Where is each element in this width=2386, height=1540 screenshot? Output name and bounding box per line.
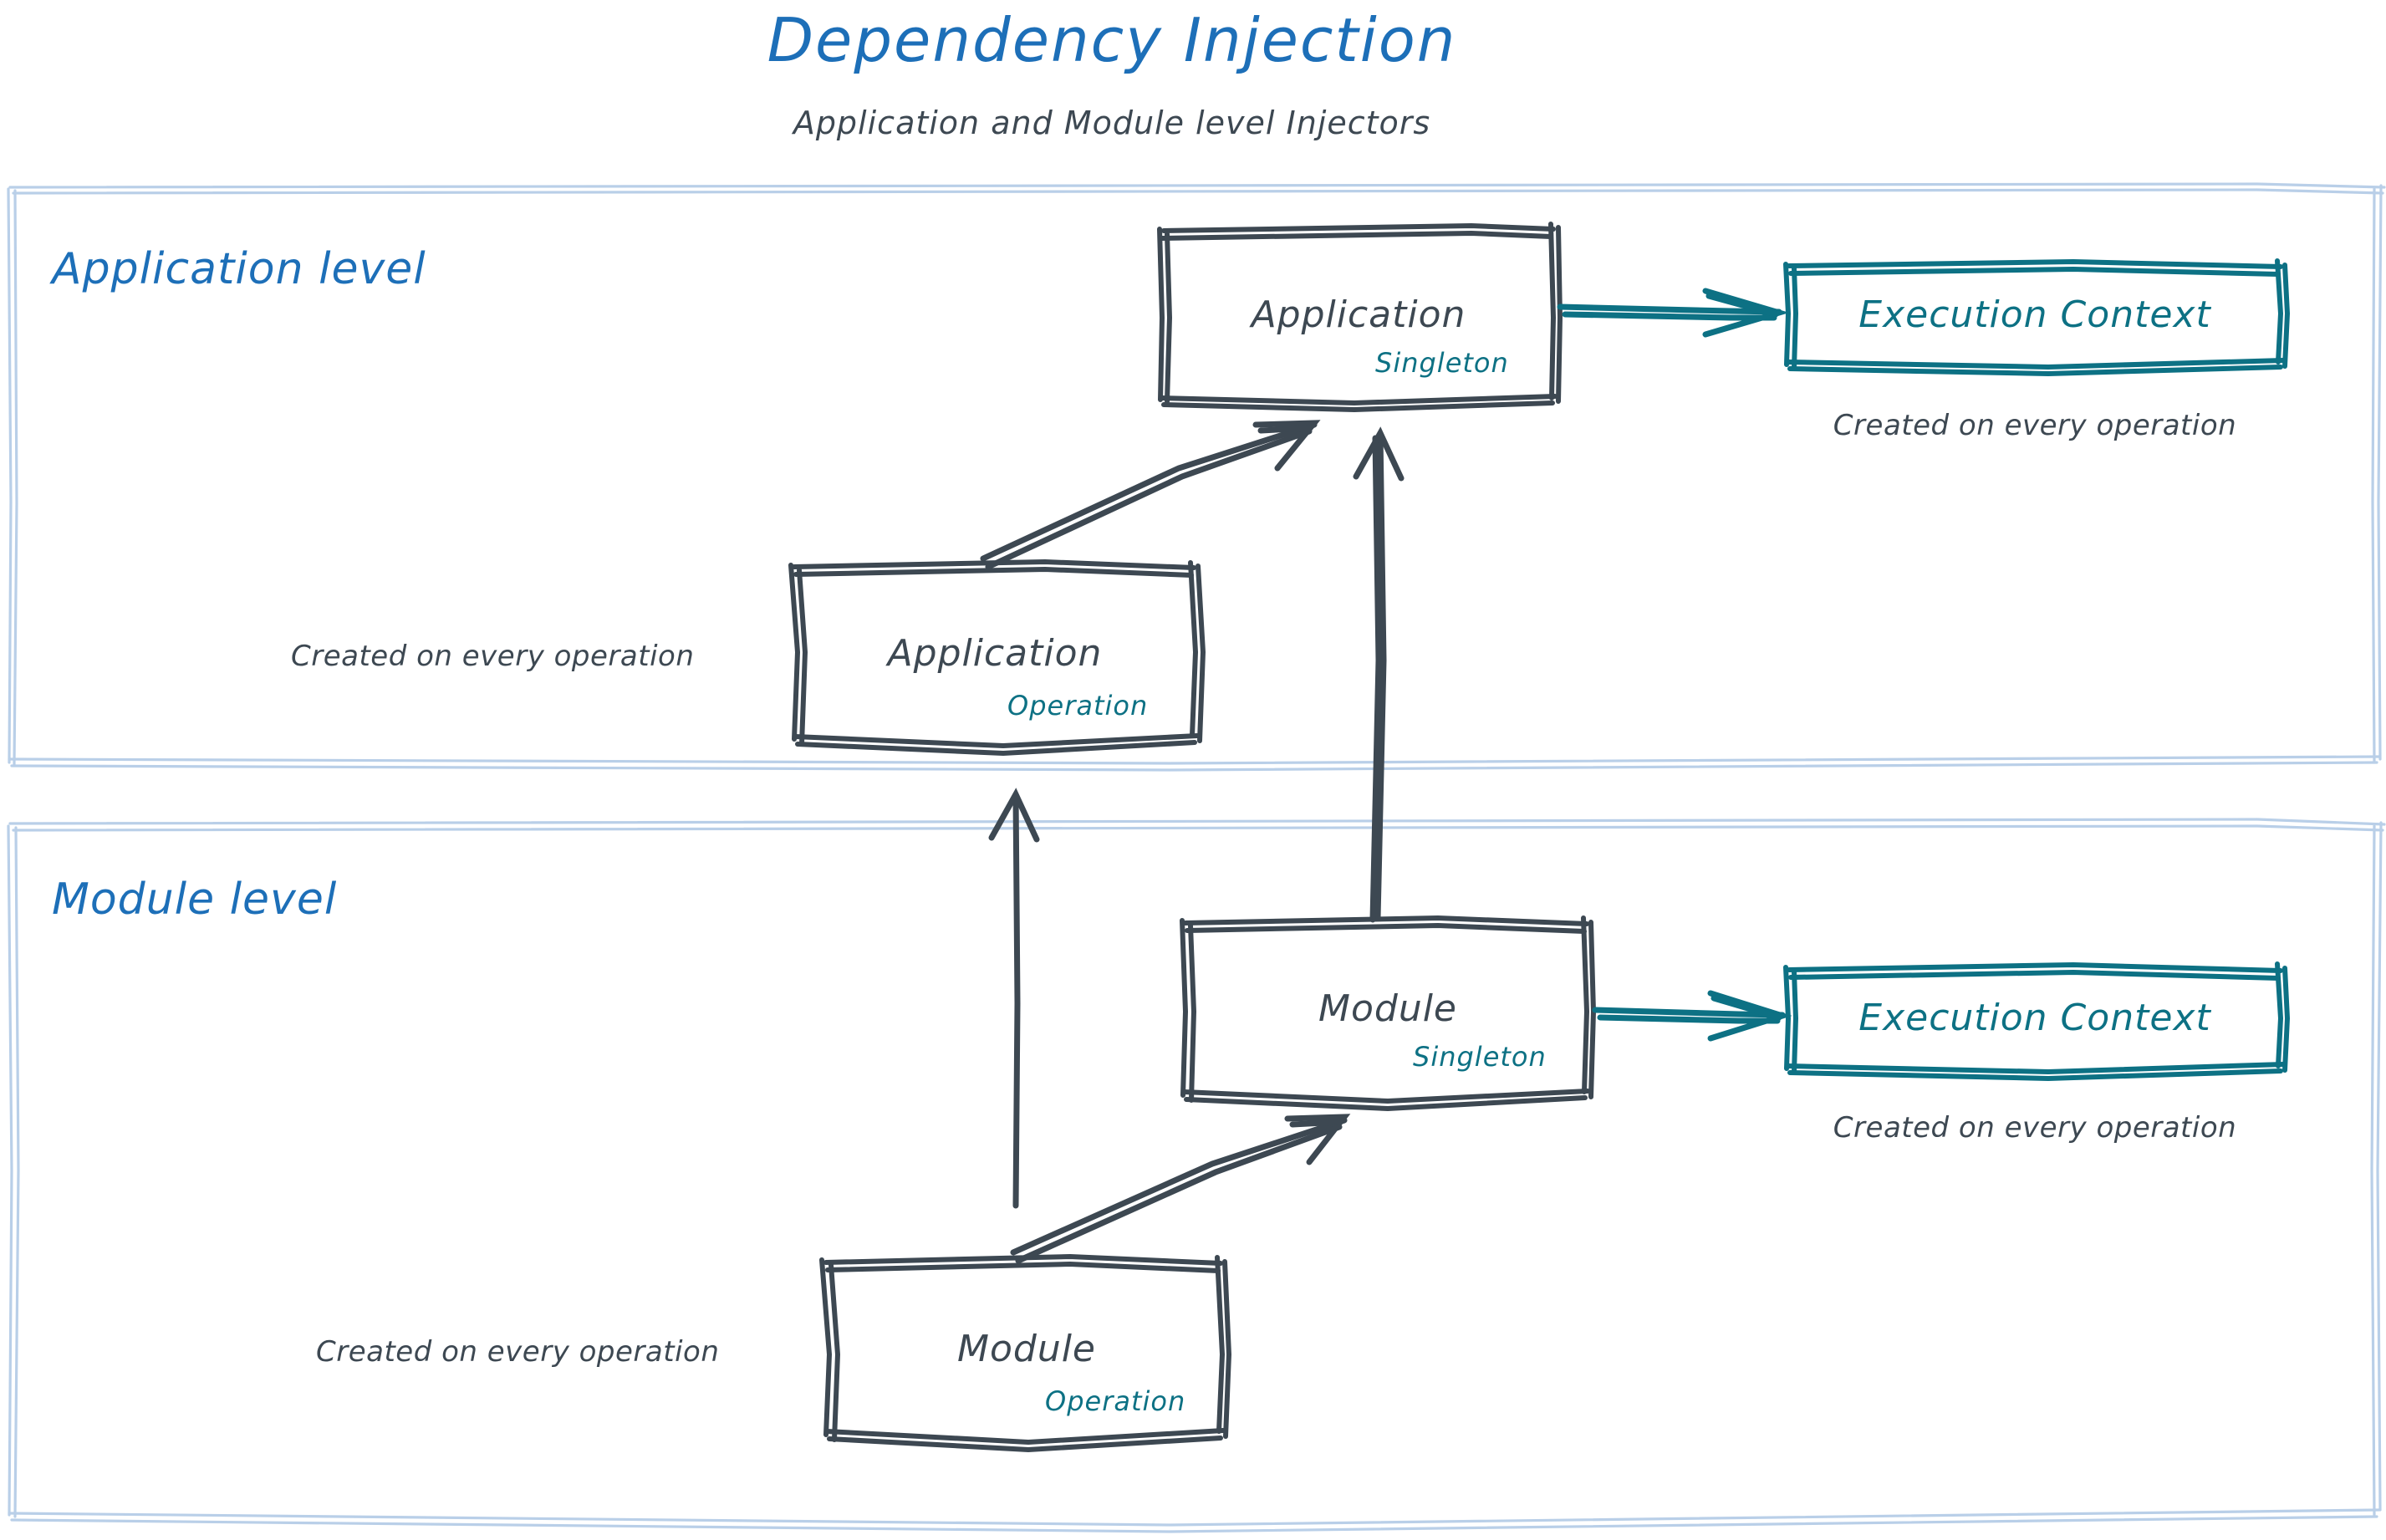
node-title-module-execution-context: Execution Context xyxy=(1858,997,2211,1039)
node-box-application-execution-context[interactable] xyxy=(1783,258,2291,377)
node-box-application-singleton[interactable] xyxy=(1157,222,1563,413)
node-note-module-operation: Created on every operation xyxy=(316,1335,720,1369)
node-box-application-operation[interactable] xyxy=(788,558,1206,757)
node-box-module-operation[interactable] xyxy=(819,1253,1232,1453)
node-scope-application-operation: Operation xyxy=(1007,690,1149,722)
page-title: Dependency Injection xyxy=(767,5,1457,75)
node-scope-application-singleton: Singleton xyxy=(1375,347,1509,379)
edge-module-operation-to-app-operation xyxy=(988,788,1040,1209)
zone-label-application-level: Application level xyxy=(52,244,426,294)
node-box-module-singleton[interactable] xyxy=(1180,915,1597,1112)
edge-app-operation-to-app-singleton xyxy=(980,420,1321,570)
zone-frame-application-level xyxy=(7,182,2386,772)
edge-module-singleton-to-exec-context xyxy=(1592,990,1792,1042)
page-subtitle: Application and Module level Injectors xyxy=(793,105,1431,141)
node-note-module-execution-context: Created on every operation xyxy=(1833,1111,2237,1145)
node-scope-module-operation: Operation xyxy=(1045,1385,1186,1417)
edge-module-singleton-to-app-singleton xyxy=(1353,426,1405,923)
node-note-application-execution-context: Created on every operation xyxy=(1833,409,2237,442)
edge-module-operation-to-module-singleton xyxy=(1010,1114,1351,1264)
node-title-application-singleton: Application xyxy=(1251,293,1466,336)
edge-app-singleton-to-exec-context xyxy=(1557,288,1790,338)
node-title-application-operation: Application xyxy=(887,632,1103,675)
node-title-application-execution-context: Execution Context xyxy=(1858,293,2211,336)
zone-label-module-level: Module level xyxy=(52,875,338,925)
node-box-module-execution-context[interactable] xyxy=(1783,961,2291,1082)
node-title-module-operation: Module xyxy=(957,1328,1096,1370)
node-title-module-singleton: Module xyxy=(1318,987,1457,1030)
zone-frame-module-level xyxy=(7,818,2386,1533)
node-scope-module-singleton: Singleton xyxy=(1413,1041,1547,1073)
node-note-application-operation: Created on every operation xyxy=(291,640,695,673)
